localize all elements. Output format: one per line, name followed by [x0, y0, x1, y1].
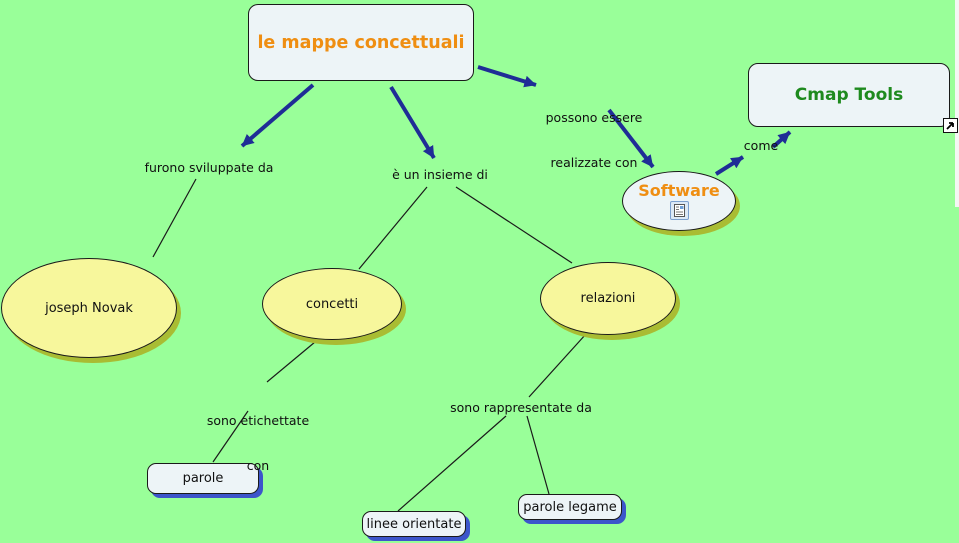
arrow-come-to-cmaptools[interactable]: [771, 130, 792, 149]
window-edge-strip: [955, 0, 959, 207]
line-etichettate-to-parole[interactable]: [212, 410, 249, 463]
node-label: parole legame: [523, 499, 617, 515]
link-sono-rappresentate-da[interactable]: sono rappresentate da: [450, 400, 592, 415]
line-furono-to-novak[interactable]: [152, 178, 197, 258]
link-furono-sviluppate-da[interactable]: furono sviluppate da: [144, 160, 274, 175]
node-concetti[interactable]: concetti: [262, 268, 402, 340]
node-label: concetti: [305, 296, 359, 312]
line-rappresentate-to-parolelegame[interactable]: [526, 415, 550, 495]
node-label: linee orientate: [366, 516, 462, 532]
node-linee-orientate[interactable]: linee orientate: [362, 511, 466, 537]
node-software[interactable]: Software: [622, 171, 736, 231]
node-label: parole: [182, 471, 224, 486]
line-relazioni-to-rappresentate[interactable]: [528, 333, 587, 398]
document-resource-icon[interactable]: [669, 201, 689, 220]
node-joseph-novak[interactable]: joseph Novak: [1, 258, 177, 358]
arrow-main-to-furono[interactable]: [240, 83, 315, 148]
arrow-possono-to-software[interactable]: [607, 108, 655, 169]
line-rappresentate-to-linee[interactable]: [397, 415, 507, 512]
link-come[interactable]: come: [743, 138, 779, 153]
node-label: Software: [638, 181, 720, 200]
arrow-up-right-icon[interactable]: [943, 118, 958, 133]
node-parole-legame[interactable]: parole legame: [518, 494, 622, 520]
node-label: joseph Novak: [45, 300, 133, 316]
arrow-main-to-insieme[interactable]: [389, 85, 436, 160]
node-label: le mappe concettuali: [257, 32, 465, 53]
node-le-mappe-concettuali[interactable]: le mappe concettuali: [248, 4, 474, 81]
line-concetti-to-etichettate[interactable]: [266, 341, 316, 383]
arrow-main-to-possono[interactable]: [477, 65, 537, 88]
line-insieme-to-concetti[interactable]: [358, 186, 428, 270]
node-label: Cmap Tools: [794, 85, 904, 105]
link-sono-etichettate-con[interactable]: sono etichettate con: [206, 413, 310, 473]
line-insieme-to-relazioni[interactable]: [455, 186, 573, 264]
node-cmap-tools[interactable]: Cmap Tools: [748, 63, 950, 127]
node-parole[interactable]: parole: [147, 463, 259, 494]
node-relazioni[interactable]: relazioni: [540, 262, 676, 335]
link-possono-essere-realizzate-con[interactable]: possono essere realizzate con: [545, 110, 643, 170]
link-e-un-insieme-di[interactable]: è un insieme di: [392, 167, 488, 182]
arrow-software-to-come[interactable]: [714, 155, 745, 176]
node-label: relazioni: [580, 291, 636, 306]
